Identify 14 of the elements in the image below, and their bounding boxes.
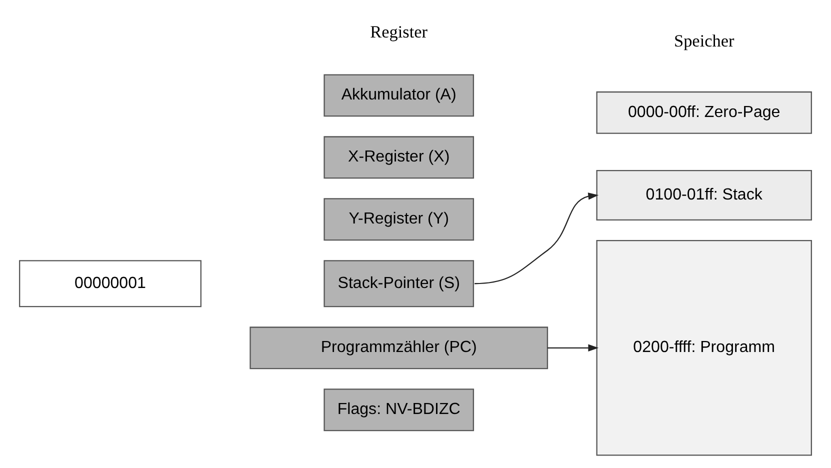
- node-box: Stack-Pointer (S): [324, 260, 474, 308]
- node-box: X-Register (X): [324, 136, 474, 179]
- node-box: Flags: NV-BDIZC: [324, 388, 474, 432]
- node-box: 00000001: [19, 260, 202, 308]
- node-box: Y-Register (Y): [324, 198, 474, 241]
- node-box: 0100-01ff: Stack: [596, 170, 812, 221]
- node-box: Akkumulator (A): [324, 74, 474, 117]
- node-box: 0200-ffff: Programm: [596, 240, 812, 456]
- label: Speicher: [674, 32, 734, 51]
- node-box: 0000-00ff: Zero-Page: [596, 91, 812, 134]
- arrow: [547, 344, 599, 352]
- label: Register: [370, 22, 428, 42]
- node-box: Programmzähler (PC): [250, 326, 548, 370]
- arrow: [474, 192, 599, 284]
